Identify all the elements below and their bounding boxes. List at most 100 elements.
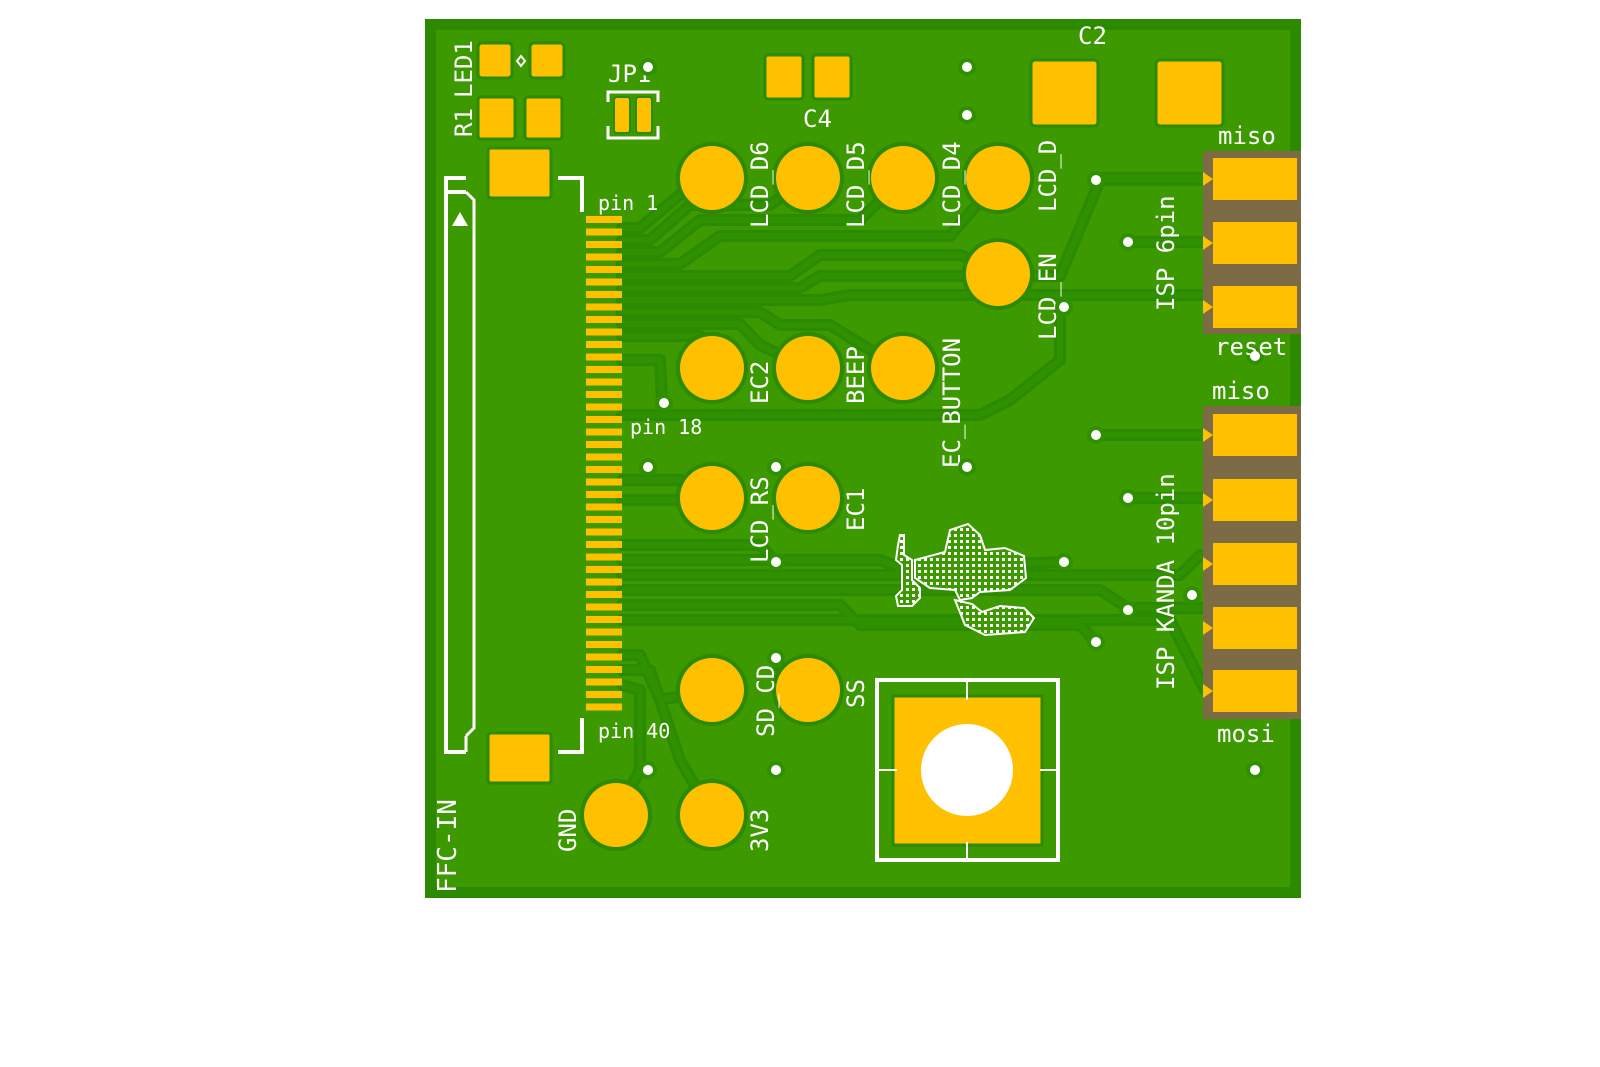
ffc-in-label: FFC-IN: [433, 799, 463, 893]
via-hole: [1059, 557, 1069, 567]
ffc-pin-pad: [586, 278, 622, 286]
lcd-d5-label: LCD_D5: [842, 141, 870, 228]
jp1-footprint: [606, 90, 660, 140]
via-hole: [1123, 605, 1133, 615]
ffc-pin-pad: [586, 416, 622, 423]
via-hole: [771, 765, 781, 775]
ffc-pin-pad: [586, 478, 622, 486]
ffc-pin-pad: [586, 591, 622, 598]
ffc-pin-pad: [586, 566, 622, 573]
ffc-pin-pad: [586, 653, 622, 661]
c4-footprint: [763, 53, 853, 101]
header-pin-tab: [1203, 557, 1213, 571]
ffc-pin-pad: [586, 691, 622, 698]
pin1-label: pin 1: [598, 191, 658, 215]
ffc-pin-pad: [586, 553, 622, 561]
via-hole: [1250, 351, 1260, 361]
ffc-pin-pad: [586, 303, 622, 311]
ffc-pin-pad: [586, 241, 622, 248]
via-hole: [1123, 237, 1133, 247]
ec2-label: EC2: [746, 361, 774, 404]
header-pin-pad: [1213, 607, 1297, 649]
ffc-pin-pad: [586, 453, 622, 461]
pad-gnd: [584, 783, 648, 847]
header-pin-pad: [1213, 479, 1297, 521]
pin18-label: pin 18: [630, 415, 702, 439]
pad-lcd-d4: [871, 146, 935, 210]
ec-button-label: EC_BUTTON: [938, 338, 966, 468]
via-hole: [1059, 302, 1069, 312]
pad-ec2: [680, 336, 744, 400]
via-hole: [1187, 590, 1197, 600]
via-hole: [771, 653, 781, 663]
pad-beep: [776, 336, 840, 400]
via-hole: [771, 557, 781, 567]
via-hole: [659, 398, 669, 408]
ffc-pin-pad: [586, 391, 622, 398]
ffc-pin-pad: [586, 541, 622, 548]
header-pin-pad: [1213, 158, 1297, 200]
ffc-pin-pad: [586, 666, 622, 673]
pin40-label: pin 40: [598, 719, 670, 743]
pad-lcd-d: [966, 146, 1030, 210]
lcd-en-label: LCD_EN: [1034, 253, 1062, 340]
header-pin-pad: [1213, 414, 1297, 456]
ffc-pin-pad: [586, 328, 622, 336]
lcd-rs-label: LCD_RS: [746, 476, 774, 563]
pad-lcd-d6: [680, 146, 744, 210]
cactus-logo-icon: [894, 522, 1036, 637]
triangle-pin-marker-icon: [452, 212, 468, 226]
pad-sd-cd: [680, 658, 744, 722]
ffc-pin-pad: [586, 316, 622, 323]
r1-label: R1: [450, 108, 478, 137]
pad-ss: [776, 658, 840, 722]
isp-6pin-label: ISP 6pin: [1152, 195, 1180, 311]
header-pin-pad: [1213, 670, 1297, 712]
header-pin-tab: [1203, 493, 1213, 507]
led1-footprint: [476, 41, 566, 80]
beep-label: BEEP: [842, 346, 870, 404]
round-pads: [580, 142, 1034, 851]
ffc-pin-pad: [586, 628, 622, 636]
ffc-pin-pad: [586, 228, 622, 236]
isp-kanda-10pin-header: [1203, 406, 1301, 719]
ffc-pin-pad: [586, 616, 622, 623]
via-hole: [1091, 175, 1101, 185]
pad-3v3: [680, 783, 744, 847]
via-hole: [962, 462, 972, 472]
c2-footprint: [1029, 58, 1225, 128]
reset-label: reset: [1215, 333, 1287, 361]
via-hole: [643, 462, 653, 472]
ffc-pin-pad: [586, 366, 622, 373]
pad-ec1: [776, 466, 840, 530]
ffc-pin-pad: [586, 578, 622, 586]
ss-label: SS: [842, 679, 870, 708]
pad-ec-button: [871, 336, 935, 400]
header-pin-pad: [1213, 286, 1297, 328]
ffc-pin-pad: [586, 428, 622, 436]
r1-footprint: [476, 95, 564, 141]
ffc-pin-pad: [586, 641, 622, 648]
c2-label: C2: [1078, 22, 1107, 50]
via-hole: [1091, 430, 1101, 440]
c4-label: C4: [803, 105, 832, 133]
ffc-pin-pad: [586, 703, 622, 711]
ffc-pin-pad: [586, 441, 622, 448]
ffc-pin-pad: [586, 491, 622, 498]
via-hole: [1250, 765, 1260, 775]
isp-6pin-header: [1203, 151, 1301, 334]
pad-lcd-en: [966, 242, 1030, 306]
ec1-label: EC1: [842, 488, 870, 531]
ffc-pin-pad: [586, 216, 622, 223]
ffc-pin-pad: [586, 266, 622, 273]
ffc-pin-pad: [586, 291, 622, 298]
ffc-pin-pad: [586, 603, 622, 611]
ffc-pin-pad: [586, 378, 622, 386]
header-pin-pad: [1213, 543, 1297, 585]
ffc-connector: [444, 146, 622, 785]
ffc-pin-pad: [586, 678, 622, 686]
miso-top-label: miso: [1218, 122, 1276, 150]
via-hole: [643, 62, 653, 72]
header-pin-tab: [1203, 300, 1213, 314]
